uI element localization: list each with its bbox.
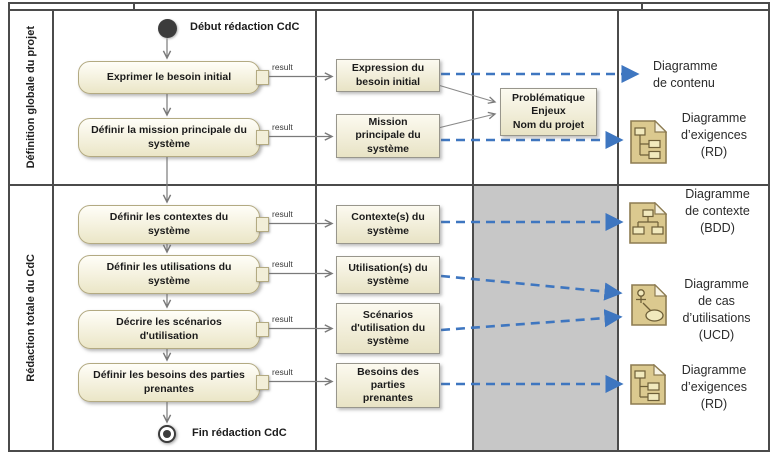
start-node-label: Début rédaction CdC [190, 21, 300, 33]
column-divider-3 [472, 9, 474, 452]
result-label: result [272, 314, 293, 324]
lane-label-redaction-totale: Rédaction totale du CdC [25, 254, 37, 382]
object-expression-besoin: Expression du besoin initial [336, 59, 440, 92]
header-tick-1 [133, 2, 135, 10]
result-label: result [272, 122, 293, 132]
activity-definir-contextes: Définir les contextes du système [78, 205, 260, 244]
ref-diagramme-contexte: Diagramme de contexte (BDD) [685, 187, 750, 235]
header-strip-line [8, 9, 770, 11]
output-pin [256, 217, 269, 232]
activity-definir-mission: Définir la mission principale du système [78, 118, 260, 157]
activity-exprimer-besoin: Exprimer le besoin initial [78, 61, 260, 94]
end-node-label: Fin rédaction CdC [192, 427, 287, 439]
activity-definir-utilisations: Définir les utilisations du système [78, 255, 260, 294]
object-besoins-parties: Besoins des parties prenantes [336, 363, 440, 408]
column-divider-1 [52, 9, 54, 452]
result-label: result [272, 209, 293, 219]
initial-node [158, 19, 177, 38]
output-pin [256, 70, 269, 85]
column-divider-2 [315, 9, 317, 452]
requirements-diagram-icon [630, 119, 668, 169]
frame-bottom-border [8, 450, 770, 452]
header-tick-2 [641, 2, 643, 10]
ref-diagramme-cas-utilisations: Diagramme de cas d’utilisations (UCD) [682, 277, 751, 342]
final-node [158, 425, 176, 443]
output-pin [256, 267, 269, 282]
object-scenarios-utilisation: Scénarios d'utilisation du système [336, 303, 440, 354]
lane-label-definition-globale: Définition globale du projet [25, 26, 37, 169]
result-label: result [272, 62, 293, 72]
result-label: result [272, 367, 293, 377]
object-contextes-systeme: Contexte(s) du système [336, 205, 440, 244]
object-utilisations-systeme: Utilisation(s) du système [336, 256, 440, 294]
ref-diagramme-exigences-2: Diagramme d’exigences (RD) [680, 363, 747, 411]
frame-top-border [8, 2, 770, 4]
output-pin [256, 130, 269, 145]
use-case-diagram-icon [631, 283, 668, 331]
output-pin [256, 375, 269, 390]
output-pin [256, 322, 269, 337]
object-mission-principale: Mission principale du système [336, 114, 440, 158]
activity-decrire-scenarios: Décrire les scénarios d'utilisation [78, 310, 260, 349]
ref-diagramme-exigences-1: Diagramme d’exigences (RD) [680, 111, 747, 159]
requirements-diagram-icon [630, 363, 667, 410]
frame-right-border [768, 2, 770, 452]
activity-definir-besoins-parties: Définir les besoins des parties prenante… [78, 363, 260, 402]
ref-diagramme-contenu: Diagramme de contenu [653, 59, 718, 90]
block-definition-diagram-icon [629, 201, 668, 249]
object-problematique-enjeux: Problématique Enjeux Nom du projet [500, 88, 597, 136]
frame-left-border [8, 2, 10, 452]
row-divider [8, 184, 770, 186]
result-label: result [272, 259, 293, 269]
